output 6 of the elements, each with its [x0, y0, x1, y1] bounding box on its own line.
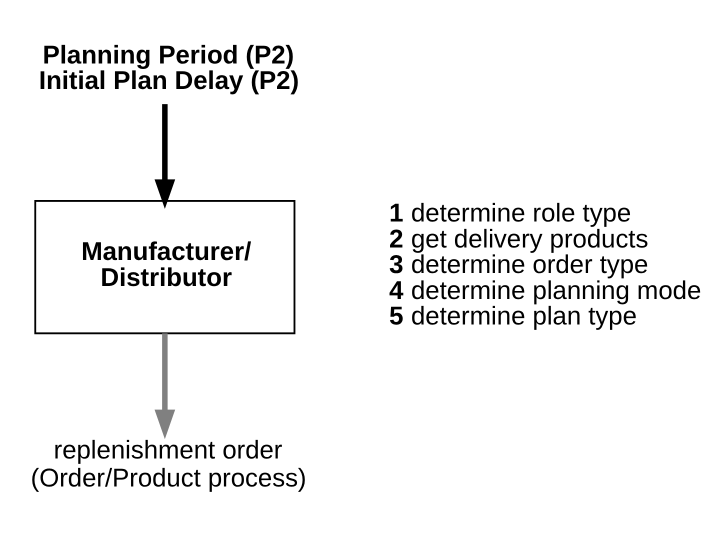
arrow	[154, 104, 176, 208]
node-text: Planning Period (P2) Initial Plan Delay (P2)	[38, 40, 300, 95]
node-text: replenishment order (Order/Product process)	[30, 436, 307, 492]
node-box: Manufacturer/ Distributor	[34, 200, 296, 334]
label: 1 determine role type	[389, 199, 632, 228]
arrow	[154, 332, 176, 439]
